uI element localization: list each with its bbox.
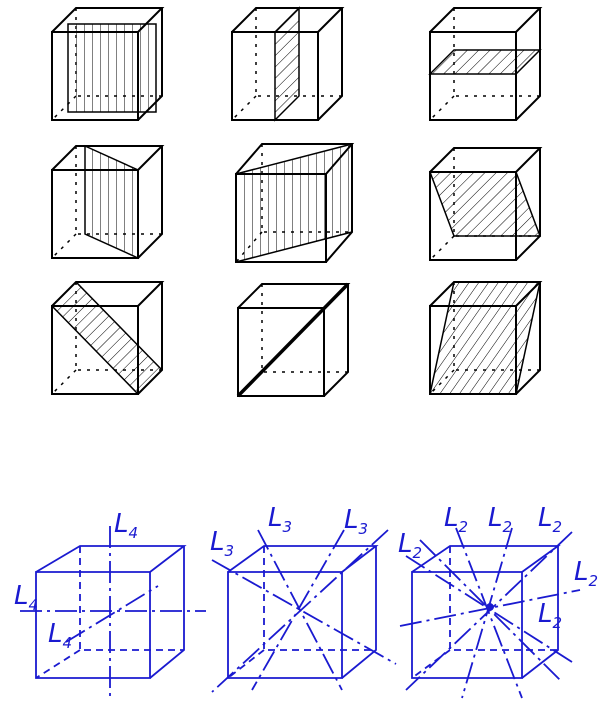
cube-top-edges <box>51 145 165 171</box>
axes-center <box>486 603 494 611</box>
cube-r2c3 <box>428 147 543 261</box>
axis-labels: L4 L4 L4 L3 L3 L3 L2 L2 L2 L2 L2 L2 <box>14 503 598 652</box>
label-l4-left: L4 <box>14 581 38 614</box>
cube-hidden-edges <box>261 144 352 233</box>
cube-hidden-edge <box>429 369 455 395</box>
cube-top-edges <box>429 147 543 173</box>
section-plane <box>84 144 139 260</box>
cube-hidden-edge <box>51 369 77 395</box>
cube-hidden-edge <box>35 649 81 679</box>
cube-right-edges <box>341 546 377 679</box>
cube-r1c2 <box>231 6 345 122</box>
cube-top-edges <box>235 143 355 175</box>
label-l2-2: L2 <box>488 503 512 536</box>
cube-r2c2 <box>235 143 355 263</box>
label-l2-1: L2 <box>444 503 468 536</box>
cube-hidden-edges <box>453 8 540 97</box>
cube-right-edges <box>149 546 185 679</box>
section-plane-edge <box>236 282 350 398</box>
label-l2-3: L2 <box>538 503 562 536</box>
cube-hidden-edge <box>231 95 257 121</box>
section-plane <box>428 171 542 237</box>
axis-depth <box>65 585 159 643</box>
cube-top-edges <box>51 281 165 307</box>
cube-axes-l4 <box>20 526 206 698</box>
label-l2-5: L2 <box>574 557 598 590</box>
cube-hidden-edge <box>235 231 263 263</box>
section-plane <box>235 143 353 263</box>
cube-r1c1 <box>51 7 165 121</box>
cube-hidden-edge <box>429 235 455 261</box>
axis-edge-4 <box>405 531 573 691</box>
cube-hidden-edges <box>79 546 184 651</box>
cube-right-edges <box>521 546 559 679</box>
section-plane <box>274 6 300 122</box>
label-l4-center: L4 <box>48 619 72 652</box>
cube-axes-l2 <box>399 527 581 699</box>
cube-right-edges <box>323 284 349 397</box>
cube-hidden-edges <box>255 8 342 97</box>
cube-top-edges <box>429 7 543 33</box>
cube-hidden-edges <box>261 284 348 373</box>
cube-r3c2 <box>236 282 351 398</box>
section-plane <box>428 49 542 75</box>
axis-diagonal-4 <box>251 529 345 691</box>
cube-top-edges <box>227 545 379 573</box>
label-l2-6: L2 <box>538 599 562 632</box>
cube-r2c1 <box>51 144 165 260</box>
cube-hidden-edges <box>453 148 540 237</box>
cube-top-edges <box>231 7 345 33</box>
section-cubes-grid <box>50 6 543 398</box>
cube-top-edges <box>429 281 543 307</box>
axis-diagonal-3 <box>211 529 389 693</box>
axis-edge-2 <box>455 527 523 699</box>
label-l3-3: L3 <box>210 527 234 560</box>
label-l4-top: L4 <box>114 509 138 542</box>
label-l3-2: L3 <box>344 505 368 538</box>
cube-front-face <box>429 31 517 121</box>
cube-hidden-edge <box>51 95 77 121</box>
cube-hidden-edges <box>75 282 162 371</box>
label-l3-1: L3 <box>268 503 292 536</box>
cube-top-edges <box>51 7 165 33</box>
cube-hidden-edges <box>453 282 540 371</box>
cube-hidden-edge <box>227 649 265 679</box>
cube-r3c1 <box>50 280 165 396</box>
cube-top-edges <box>35 545 187 573</box>
cube-axes-l3 <box>211 529 397 693</box>
cube-r1c3 <box>428 7 543 121</box>
label-l2-4: L2 <box>398 529 422 562</box>
symmetry-axes-row <box>20 526 581 699</box>
cube-top-edges <box>237 283 351 309</box>
section-plane <box>67 23 157 113</box>
cube-right-edges <box>137 146 163 259</box>
cube-hidden-edge <box>51 233 77 259</box>
cube-right-edges <box>317 8 343 121</box>
cube-hidden-edges <box>75 8 162 97</box>
cube-hidden-edge <box>411 649 451 679</box>
cube-right-edges <box>325 144 353 263</box>
cube-top-edges <box>411 545 561 573</box>
cube-r3c3 <box>429 281 543 395</box>
cube-hidden-edges <box>75 146 162 235</box>
cube-hidden-edge <box>429 95 455 121</box>
axis-diagonal-1 <box>211 559 397 665</box>
